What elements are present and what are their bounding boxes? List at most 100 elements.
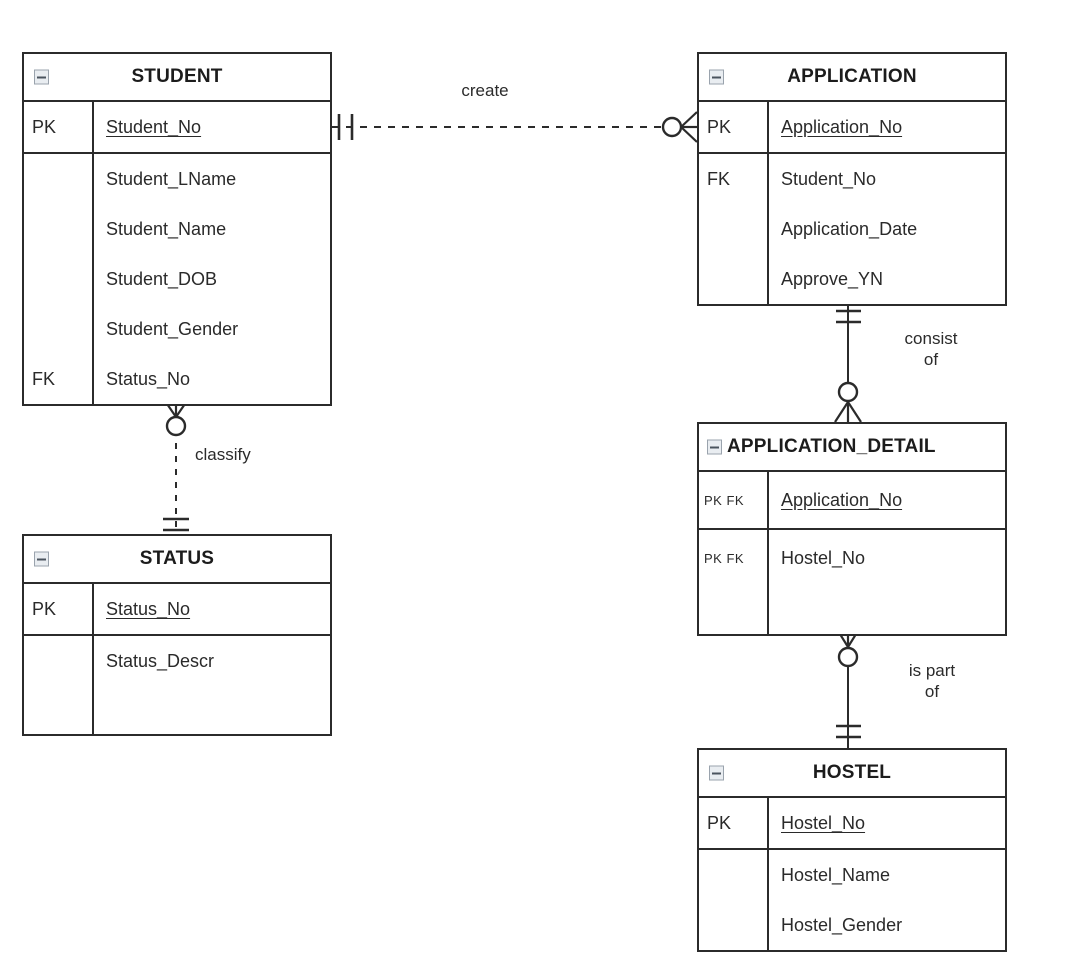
entity-application-detail-header: APPLICATION_DETAIL	[699, 424, 1005, 472]
consist-of-one-and-only-one-marker	[836, 309, 861, 324]
attribute-row[interactable]: PK Student_No	[24, 102, 330, 152]
entity-student-title: STUDENT	[131, 66, 223, 87]
attribute-row[interactable]: Student_Gender	[24, 304, 330, 354]
attribute-name: Application_Date	[781, 218, 918, 239]
attribute-name-empty	[94, 686, 330, 734]
attribute-row[interactable]: Approve_YN	[699, 254, 1005, 304]
attribute-name: Application_No	[781, 116, 903, 137]
entity-status-key-group: PK Status_No	[24, 584, 330, 636]
attribute-row-empty	[699, 586, 1005, 634]
attribute-key: FK	[24, 354, 94, 404]
attribute-key	[699, 900, 769, 950]
attribute-row[interactable]: Student_DOB	[24, 254, 330, 304]
attribute-key-empty	[699, 586, 769, 634]
attribute-row[interactable]: Student_LName	[24, 154, 330, 204]
entity-hostel-title: HOSTEL	[812, 762, 892, 783]
collapse-minus-icon[interactable]	[34, 551, 49, 567]
entity-application-title: APPLICATION	[787, 66, 917, 87]
attribute-key	[699, 254, 769, 304]
relationship-classify[interactable]	[162, 397, 190, 532]
attribute-name: Hostel_No	[781, 547, 866, 568]
relationship-create[interactable]	[332, 111, 698, 143]
attribute-row[interactable]: PK FK Application_No	[699, 472, 1005, 528]
attribute-row[interactable]: FK Student_No	[699, 154, 1005, 204]
attribute-key: PK	[699, 798, 769, 848]
entity-application-detail-title: APPLICATION_DETAIL	[727, 436, 936, 457]
entity-student-attr-group: Student_LName Student_Name Student_DOB S…	[24, 154, 330, 404]
attribute-name: Status_No	[106, 368, 191, 389]
attribute-key	[699, 204, 769, 254]
attribute-row[interactable]: Hostel_Gender	[699, 900, 1005, 950]
relationship-label-classify: classify	[195, 445, 251, 464]
entity-application-detail-key-group-2: PK FK Hostel_No	[699, 530, 1005, 634]
entity-application[interactable]: APPLICATION PK Application_No FK Student…	[697, 52, 1007, 306]
collapse-minus-icon[interactable]	[709, 69, 724, 85]
relationship-label-is-part-of: is part of	[908, 661, 956, 702]
attribute-row[interactable]: Hostel_Name	[699, 850, 1005, 900]
entity-hostel-header: HOSTEL	[699, 750, 1005, 798]
attribute-name: Student_Gender	[106, 318, 239, 339]
attribute-name: Approve_YN	[781, 268, 884, 289]
attribute-row[interactable]: FK Status_No	[24, 354, 330, 404]
attribute-row[interactable]: Status_Descr	[24, 636, 330, 686]
attribute-name: Status_No	[106, 598, 191, 619]
relationship-consist-of[interactable]	[834, 302, 862, 423]
collapse-minus-icon[interactable]	[709, 765, 724, 781]
attribute-key	[24, 154, 94, 204]
attribute-key	[699, 850, 769, 900]
attribute-name: Hostel_No	[781, 812, 866, 833]
attribute-row[interactable]: Application_Date	[699, 204, 1005, 254]
entity-application-detail-key-group-1: PK FK Application_No	[699, 472, 1005, 530]
attribute-key: FK	[699, 154, 769, 204]
attribute-key: PK	[24, 102, 94, 152]
attribute-key: PK FK	[699, 530, 769, 586]
attribute-key: PK	[699, 102, 769, 152]
attribute-name-empty	[769, 586, 1005, 634]
entity-application-attr-group: FK Student_No Application_Date Approve_Y…	[699, 154, 1005, 304]
create-one-and-only-one-marker	[337, 114, 354, 140]
relationship-label-create: create	[461, 81, 509, 100]
attribute-name: Student_Name	[106, 218, 227, 239]
attribute-key: PK FK	[699, 472, 769, 528]
attribute-name: Status_Descr	[106, 650, 215, 671]
entity-student-key-group: PK Student_No	[24, 102, 330, 154]
attribute-key-empty	[24, 686, 94, 734]
entity-status-header: STATUS	[24, 536, 330, 584]
collapse-minus-icon[interactable]	[707, 439, 722, 455]
attribute-name: Hostel_Gender	[781, 914, 903, 935]
attribute-key	[24, 254, 94, 304]
attribute-key	[24, 636, 94, 686]
entity-hostel-attr-group: Hostel_Name Hostel_Gender	[699, 850, 1005, 950]
entity-application-detail[interactable]: APPLICATION_DETAIL PK FK Application_No …	[697, 422, 1007, 636]
attribute-name: Application_No	[781, 489, 903, 510]
attribute-name: Student_No	[781, 168, 877, 189]
attribute-key: PK	[24, 584, 94, 634]
attribute-row[interactable]: PK FK Hostel_No	[699, 530, 1005, 586]
entity-application-key-group: PK Application_No	[699, 102, 1005, 154]
entity-student[interactable]: STUDENT PK Student_No Student_LName Stud…	[22, 52, 332, 406]
attribute-key	[24, 204, 94, 254]
attribute-key	[24, 304, 94, 354]
relationship-is-part-of[interactable]	[834, 623, 862, 748]
attribute-name: Student_LName	[106, 168, 237, 189]
attribute-name: Student_DOB	[106, 268, 218, 289]
is-part-of-one-and-only-one-marker	[836, 724, 861, 739]
entity-application-header: APPLICATION	[699, 54, 1005, 102]
attribute-name: Hostel_Name	[781, 864, 891, 885]
collapse-minus-icon[interactable]	[34, 69, 49, 85]
attribute-row[interactable]: PK Application_No	[699, 102, 1005, 152]
entity-status[interactable]: STATUS PK Status_No Status_Descr	[22, 534, 332, 736]
consist-of-zero-or-many-marker	[834, 381, 862, 423]
attribute-row[interactable]: Student_Name	[24, 204, 330, 254]
entity-status-attr-group: Status_Descr	[24, 636, 330, 734]
relationship-label-consist-of: consist of	[904, 329, 958, 370]
classify-one-and-only-one-marker	[163, 517, 189, 532]
entity-status-title: STATUS	[139, 548, 215, 569]
attribute-row[interactable]: PK Status_No	[24, 584, 330, 634]
attribute-row[interactable]: PK Hostel_No	[699, 798, 1005, 848]
entity-student-header: STUDENT	[24, 54, 330, 102]
entity-hostel[interactable]: HOSTEL PK Hostel_No Hostel_Name Hostel_G…	[697, 748, 1007, 952]
entity-hostel-key-group: PK Hostel_No	[699, 798, 1005, 850]
attribute-row-empty	[24, 686, 330, 734]
